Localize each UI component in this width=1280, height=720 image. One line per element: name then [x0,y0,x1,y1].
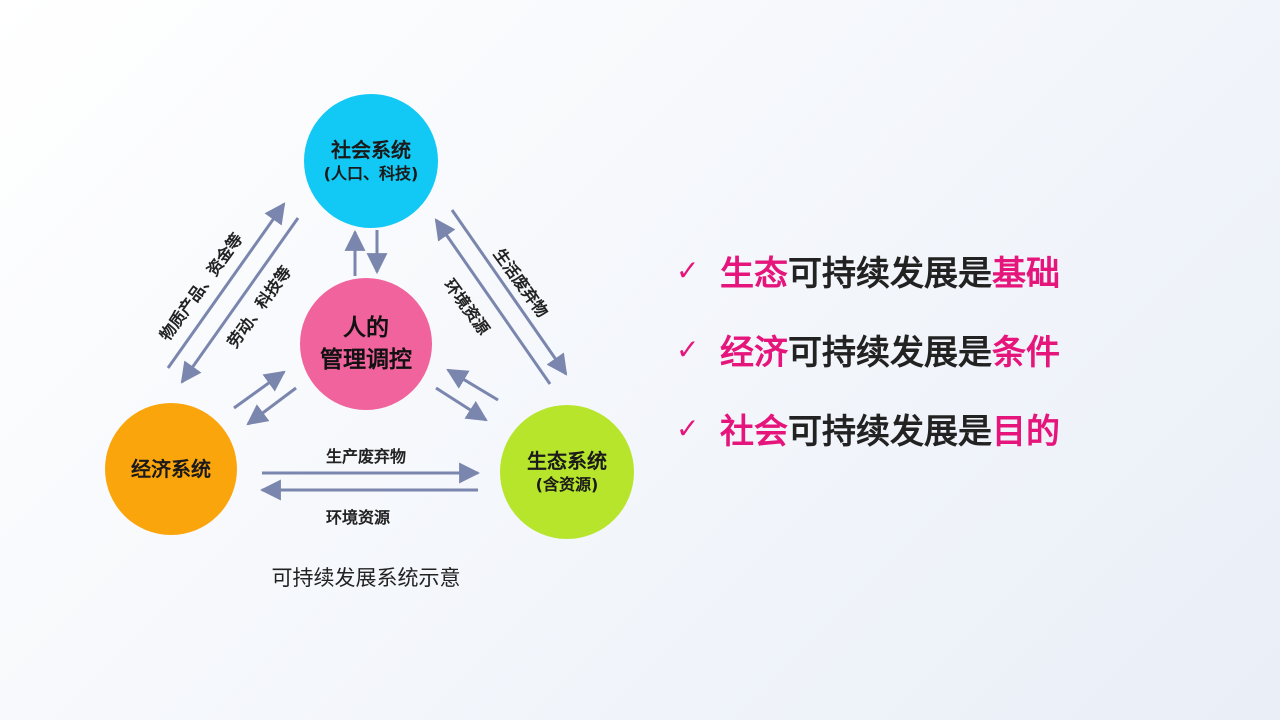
key-point-role: 基础 [992,253,1060,294]
key-point-text: 社会可持续发展是目的 [720,404,1060,453]
node-social-system: 社会系统 (人口、科技) [304,94,438,228]
key-point-middle: 可持续发展是 [788,332,992,373]
arrow-eco-to-social [434,218,552,385]
key-point-role: 条件 [992,332,1060,373]
arrow-human-to-econ [246,386,297,426]
arrow-eco-to-human [446,368,499,402]
check-icon: ✓ [676,411,700,445]
key-point-text: 生态可持续发展是基础 [720,246,1060,295]
flow-arrows [166,202,568,501]
node-human-line2: 管理调控 [320,347,412,373]
check-icon: ✓ [676,253,700,287]
arrow-econ-to-social [166,202,286,369]
key-point-middle: 可持续发展是 [788,411,992,452]
node-ecology-title: 生态系统 [527,449,607,473]
node-human-management: 人的 管理调控 [300,278,432,410]
arrow-social-to-eco [450,209,568,376]
sustainability-diagram: 社会系统 (人口、科技) 人的 管理调控 经济系统 生态系统 (含资源) 物质产… [0,0,680,620]
arrow-human-to-eco [435,386,488,422]
key-point-text: 经济可持续发展是条件 [720,325,1060,374]
key-point: ✓ 经济可持续发展是条件 [676,323,1060,375]
node-human-line1: 人的 [343,315,389,341]
key-point: ✓ 生态可持续发展是基础 [676,244,1060,296]
arrow-econ-to-human [233,370,286,410]
diagram-caption: 可持续发展系统示意 [271,566,461,590]
key-point-subject: 社会 [720,411,788,452]
node-ecology-subtitle: (含资源) [535,475,599,494]
flow-label-eco-to-econ: 环境资源 [325,508,391,527]
key-point-role: 目的 [992,411,1060,452]
flow-label-econ-to-eco: 生产废弃物 [325,447,407,466]
key-point-middle: 可持续发展是 [788,253,992,294]
check-icon: ✓ [676,332,700,366]
key-points-list: ✓ 生态可持续发展是基础 ✓ 经济可持续发展是条件 ✓ 社会可持续发展是目的 [676,244,1060,481]
node-social-title: 社会系统 [331,138,411,162]
arrow-social-to-econ [180,217,300,384]
key-point: ✓ 社会可持续发展是目的 [676,402,1060,454]
key-point-subject: 生态 [720,253,788,294]
key-point-subject: 经济 [720,332,788,373]
node-social-subtitle: (人口、科技) [323,164,419,183]
node-economic-system: 经济系统 [105,403,237,535]
node-ecological-system: 生态系统 (含资源) [500,405,634,539]
node-economy-title: 经济系统 [131,457,211,481]
